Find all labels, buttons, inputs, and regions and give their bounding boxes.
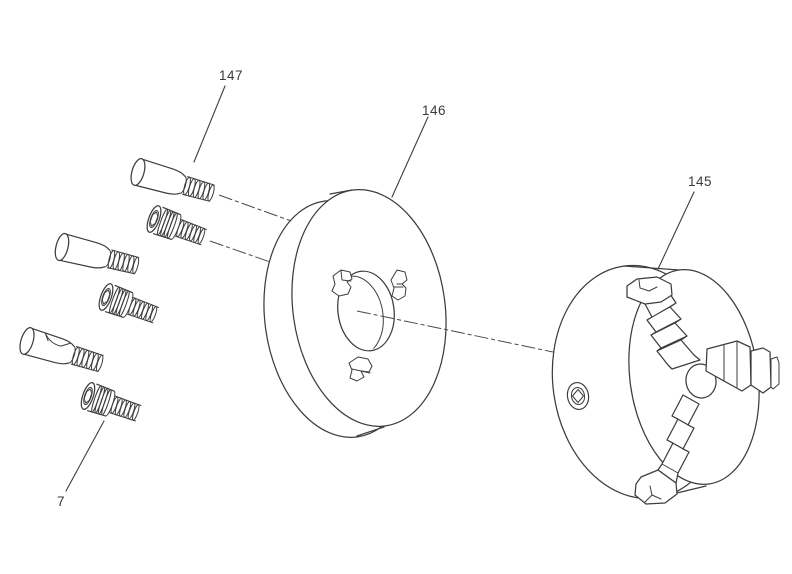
backplate-center-bore <box>337 270 395 352</box>
leader-line-147 <box>193 85 226 163</box>
stud-bottom-flatted <box>16 325 107 378</box>
axis-line-screw-to-plate <box>209 240 274 264</box>
part-label-146: 146 <box>422 103 446 118</box>
chuck-145 <box>551 264 780 505</box>
part-label-147: 147 <box>219 68 243 83</box>
square-drive-icon <box>572 389 584 403</box>
leader-line-7 <box>65 420 105 492</box>
backplate-lug-upper-right <box>390 269 408 301</box>
leader-line-145 <box>657 191 695 270</box>
stud-147-top <box>127 156 218 208</box>
chuck-key-socket <box>566 381 590 411</box>
backplate-lug-bottom <box>348 356 373 382</box>
backplate-lug-upper-left <box>331 269 353 297</box>
backplate-146 <box>263 189 447 438</box>
axis-line-plate-to-chuck <box>356 310 554 353</box>
part-label-7: 7 <box>57 494 65 509</box>
stud-middle <box>52 231 142 280</box>
chuck-jaw-right <box>705 340 780 394</box>
part-label-145: 145 <box>688 174 712 189</box>
leader-line-146 <box>391 116 429 198</box>
axis-line-stud-to-plate <box>218 194 295 223</box>
chuck-jaw-top <box>626 276 701 370</box>
socket-screw-middle <box>95 281 162 329</box>
socket-screw-7-bottom <box>77 380 144 428</box>
chuck-jaw-bottom <box>634 394 700 505</box>
socket-screw-upper <box>143 203 210 251</box>
